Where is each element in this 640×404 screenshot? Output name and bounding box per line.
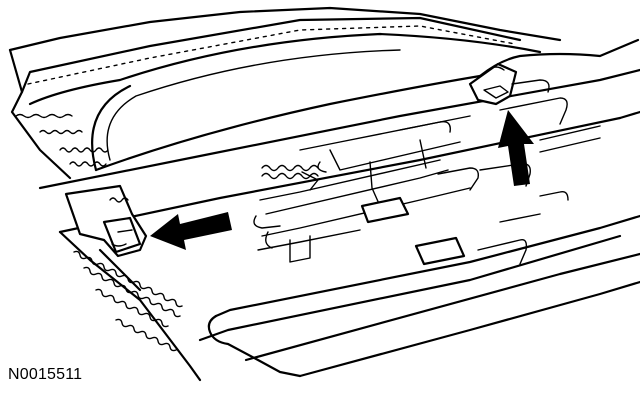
figure-id-label: N0015511 — [8, 366, 83, 383]
arrow-up-icon — [498, 110, 534, 186]
wire-spring-assembly — [253, 97, 601, 266]
left-clip — [64, 184, 148, 258]
seat-back-panel — [8, 6, 640, 180]
arrow-left-icon — [150, 212, 232, 250]
seat-frame — [38, 68, 640, 382]
right-clip — [468, 62, 550, 106]
